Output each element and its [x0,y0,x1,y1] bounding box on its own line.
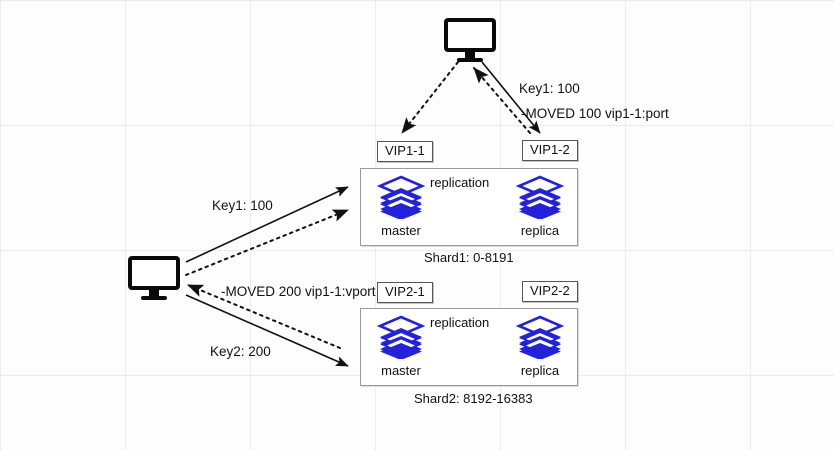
shard1-caption: Shard1: 0-8191 [424,250,514,265]
shard1-replica-caption: replica [520,223,560,238]
vip-label-vip2-2[interactable]: VIP2-2 [522,281,578,302]
database-stack-icon [374,315,428,360]
client-top-monitor[interactable] [444,18,496,62]
vip-label-vip1-1[interactable]: VIP1-1 [377,141,433,162]
edge-label-top-moved: -MOVED 100 vip1-1:port [521,106,669,121]
monitor-screen [132,260,176,286]
edge-top-client-to-vip1-1 [401,61,459,134]
edge-left-client-key2-request [185,294,349,367]
shard1-replication-label: replication [430,175,490,190]
vip-label-vip2-1[interactable]: VIP2-1 [377,282,433,303]
edge-label-left-moved: -MOVED 200 vip1-1:vport [221,284,376,299]
monitor-screen [448,22,492,48]
database-stack-icon [374,175,428,220]
edge-top-client-to-vip1-2 [481,61,541,134]
shard1-master-caption: master [381,223,421,238]
shard1-master[interactable]: master [358,175,444,238]
edge-left-client-key1-request [185,186,349,263]
shard1-box[interactable]: master replication replic [360,168,578,246]
shard2-replica[interactable]: replica [497,315,583,378]
shard2-master-caption: master [381,363,421,378]
shard2-replication-label: replication [430,315,490,330]
shard1-replica[interactable]: replica [497,175,583,238]
edge-label-left-key1: Key1: 100 [212,198,273,213]
monitor-icon [444,18,496,52]
monitor-icon [128,256,180,290]
monitor-base [141,296,167,300]
edge-label-left-key2: Key2: 200 [210,344,271,359]
vip-label-vip1-2[interactable]: VIP1-2 [522,140,578,161]
edge-left-client-key1-reply [185,209,349,276]
monitor-neck [465,52,475,58]
shard2-caption: Shard2: 8192-16383 [414,391,533,406]
monitor-base [457,58,483,62]
edge-left-client-moved-reply [187,284,341,349]
database-stack-icon [513,315,567,360]
client-left-monitor[interactable] [128,256,180,300]
shard2-replica-caption: replica [520,363,560,378]
edge-label-top-key1: Key1: 100 [519,81,580,96]
edge-top-moved-reply [473,67,531,134]
shard2-master[interactable]: master [358,315,444,378]
shard2-box[interactable]: master replication replic [360,308,578,386]
database-stack-icon [513,175,567,220]
monitor-neck [149,290,159,296]
